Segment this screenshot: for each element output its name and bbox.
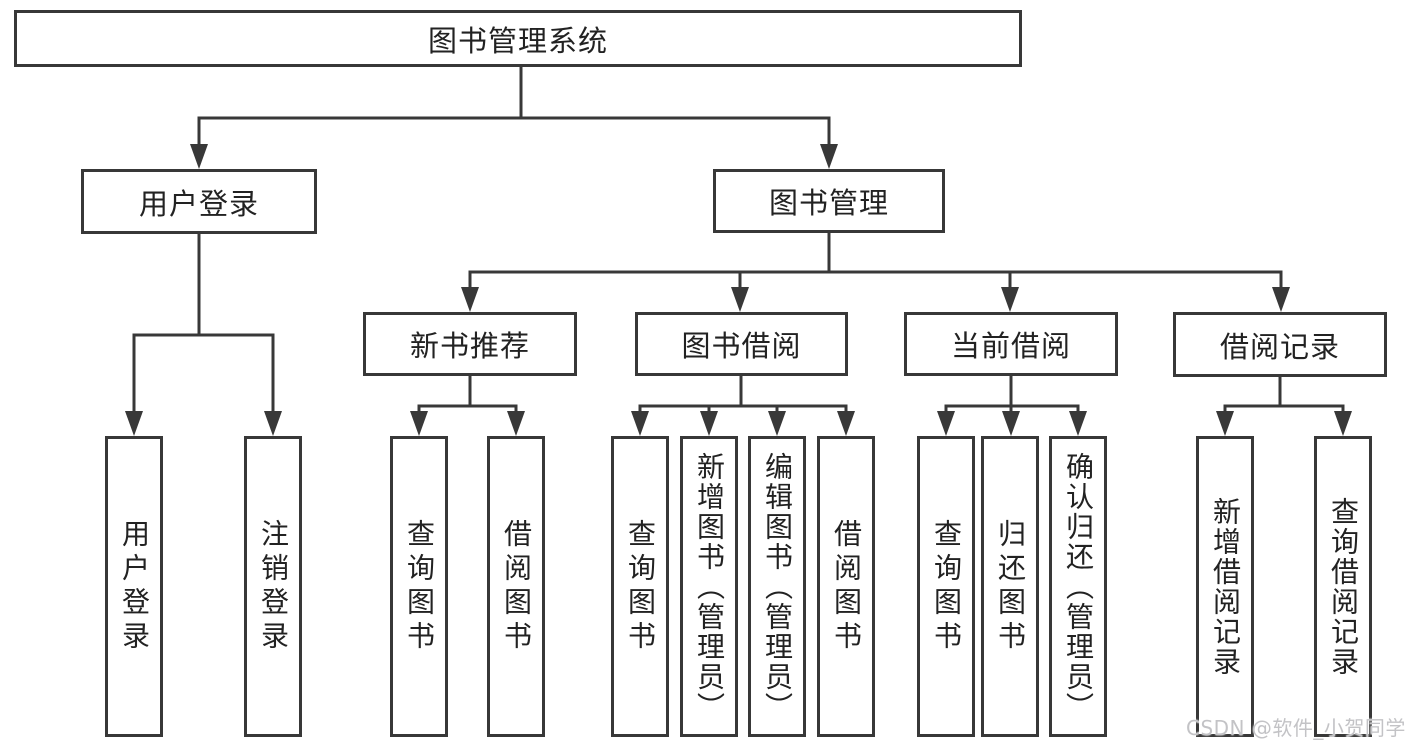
leaf-query-books-recommend: 查询图书 xyxy=(390,436,448,737)
leaf-return-books: 归还图书 xyxy=(981,436,1039,737)
node-current-borrow-label: 当前借阅 xyxy=(950,329,1071,363)
leaf-add-borrow-record: 新增借阅记录 xyxy=(1196,436,1254,737)
node-book-management: 图书管理 xyxy=(713,169,945,233)
connector-bookborrow-to-children xyxy=(638,376,848,423)
leaf-borrow-books: 借阅图书 xyxy=(817,436,875,737)
leaf-add-books-admin: 新增图书（管理员） xyxy=(680,436,738,737)
node-borrow-records: 借阅记录 xyxy=(1173,312,1387,377)
arrowheads xyxy=(125,144,1352,436)
leaf-borrow-books-label: 借阅图书 xyxy=(830,518,863,655)
csdn-watermark: CSDN @软件_小贺同学 xyxy=(1186,716,1405,740)
leaf-query-books-borrow: 查询图书 xyxy=(611,436,669,737)
leaf-add-borrow-record-label: 新增借阅记录 xyxy=(1209,496,1242,677)
leaf-query-books-current-label: 查询图书 xyxy=(930,518,963,655)
leaf-logout-label: 注销登录 xyxy=(257,518,290,655)
leaf-query-borrow-record: 查询借阅记录 xyxy=(1314,436,1372,737)
leaf-borrow-books-recommend-label: 借阅图书 xyxy=(500,518,533,655)
connector-root-to-level2 xyxy=(197,66,831,156)
node-user-login: 用户登录 xyxy=(81,169,317,234)
leaf-user-login-label: 用户登录 xyxy=(118,518,151,655)
leaf-query-books-borrow-label: 查询图书 xyxy=(624,518,657,655)
leaf-confirm-return-admin-label: 确认归还（管理员） xyxy=(1062,451,1095,722)
node-library-system: 图书管理系统 xyxy=(14,10,1022,67)
leaf-logout: 注销登录 xyxy=(244,436,302,737)
node-book-management-label: 图书管理 xyxy=(768,186,889,220)
node-book-borrow-label: 图书借阅 xyxy=(681,329,802,363)
leaf-edit-books-admin: 编辑图书（管理员） xyxy=(748,436,806,737)
leaf-user-login: 用户登录 xyxy=(105,436,163,737)
leaf-confirm-return-admin: 确认归还（管理员） xyxy=(1049,436,1107,737)
leaf-query-borrow-record-label: 查询借阅记录 xyxy=(1327,496,1360,677)
leaf-query-books-current: 查询图书 xyxy=(917,436,975,737)
connector-newbookrec-to-children xyxy=(417,376,518,423)
leaf-query-books-recommend-label: 查询图书 xyxy=(403,518,436,655)
leaf-return-books-label: 归还图书 xyxy=(994,518,1027,655)
node-current-borrow: 当前借阅 xyxy=(904,312,1118,376)
leaf-add-books-admin-label: 新增图书（管理员） xyxy=(693,451,726,722)
node-user-login-label: 用户登录 xyxy=(138,186,259,221)
leaf-borrow-books-recommend: 借阅图书 xyxy=(487,436,545,737)
connector-bookmgmt-to-level3 xyxy=(468,233,1283,300)
node-new-book-recommend-label: 新书推荐 xyxy=(409,329,530,363)
node-new-book-recommend: 新书推荐 xyxy=(363,312,577,376)
node-book-borrow: 图书借阅 xyxy=(635,312,848,376)
connector-userlogin-to-children xyxy=(132,234,275,423)
node-library-system-label: 图书管理系统 xyxy=(427,23,608,58)
connector-borrowrecords-to-children xyxy=(1223,377,1345,423)
node-borrow-records-label: 借阅记录 xyxy=(1219,329,1340,364)
leaf-edit-books-admin-label: 编辑图书（管理员） xyxy=(761,451,794,722)
